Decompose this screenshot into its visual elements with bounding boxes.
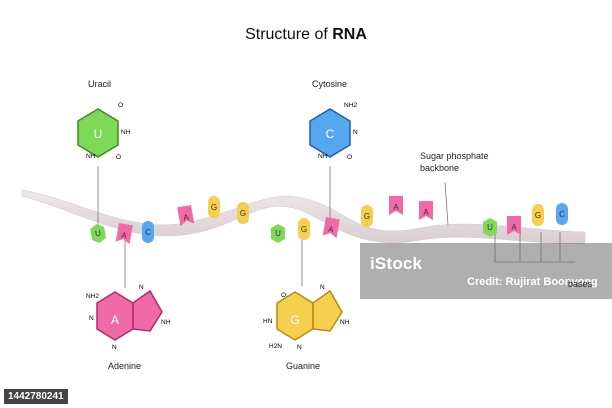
rna-strand-bases: U A C A G G U G A G A A xyxy=(90,196,433,245)
svg-text:NH: NH xyxy=(340,319,350,326)
svg-text:U: U xyxy=(487,223,493,232)
bottom-bar xyxy=(0,386,612,408)
legend-base-2: G xyxy=(532,204,544,226)
cytosine-letter: C xyxy=(326,127,335,141)
guanine-label: Guanine xyxy=(286,361,321,371)
strand-base-6: U xyxy=(271,224,285,243)
svg-text:A: A xyxy=(423,208,429,217)
strand-base-0: U xyxy=(90,224,106,243)
cytosine-label: Cytosine xyxy=(312,79,348,89)
uracil-letter: U xyxy=(94,127,103,141)
bases-label: bases xyxy=(568,279,593,289)
svg-text:N: N xyxy=(112,344,117,351)
svg-text:NH2: NH2 xyxy=(86,293,99,300)
backbone-label-line2: backbone xyxy=(420,163,460,173)
svg-text:A: A xyxy=(393,203,399,212)
strand-base-9: G xyxy=(361,205,373,227)
stock-id-badge: 1442780241 xyxy=(4,389,68,404)
svg-text:C: C xyxy=(559,210,565,219)
adenine-molecule: A NH2 N N N NH xyxy=(86,284,171,351)
strand-base-4: G xyxy=(208,196,220,218)
cytosine-molecule: C NH2 N NH O xyxy=(309,102,358,161)
svg-text:N: N xyxy=(89,315,94,322)
svg-text:A: A xyxy=(121,231,128,241)
svg-text:N: N xyxy=(353,129,358,136)
svg-text:N: N xyxy=(320,284,325,291)
legend-bases: U A G C xyxy=(483,203,568,237)
svg-text:A: A xyxy=(183,212,190,222)
svg-text:H2N: H2N xyxy=(269,343,282,350)
svg-text:O: O xyxy=(118,102,123,109)
watermark-credit: Credit: Rujirat Boonyong xyxy=(467,276,598,288)
svg-text:G: G xyxy=(240,209,246,218)
backbone-leader-line xyxy=(444,181,449,226)
legend-base-1: A xyxy=(507,216,521,235)
svg-text:O: O xyxy=(347,154,352,161)
svg-text:N: N xyxy=(139,284,144,291)
strand-base-11: A xyxy=(419,201,433,220)
strand-base-2: C xyxy=(142,221,154,243)
svg-text:A: A xyxy=(511,223,517,232)
svg-text:NH: NH xyxy=(318,153,328,160)
svg-text:G: G xyxy=(364,212,370,221)
svg-text:HN: HN xyxy=(263,318,273,325)
adenine-letter: A xyxy=(111,313,119,327)
svg-text:G: G xyxy=(211,203,217,212)
svg-text:O: O xyxy=(281,292,286,299)
uracil-label: Uracil xyxy=(88,79,112,89)
svg-text:NH: NH xyxy=(161,319,171,326)
svg-text:U: U xyxy=(275,229,281,238)
backbone-label-line1: Sugar phosphate xyxy=(420,151,489,161)
guanine-letter: G xyxy=(290,313,299,327)
svg-text:NH: NH xyxy=(121,129,131,136)
strand-base-8: A xyxy=(322,216,340,239)
svg-text:NH: NH xyxy=(86,153,96,160)
svg-text:O: O xyxy=(116,154,121,161)
legend-base-3: C xyxy=(556,203,568,225)
svg-text:G: G xyxy=(301,225,307,234)
strand-base-3: A xyxy=(177,204,195,227)
page-title: Structure of RNA xyxy=(245,26,367,43)
svg-text:A: A xyxy=(328,225,335,235)
svg-text:NH2: NH2 xyxy=(344,102,357,109)
guanine-molecule: G O HN N H2N N NH xyxy=(263,284,350,351)
strand-base-10: A xyxy=(389,196,403,215)
strand-base-7: G xyxy=(298,218,310,240)
svg-text:G: G xyxy=(535,211,541,220)
svg-text:N: N xyxy=(297,344,302,351)
watermark-band xyxy=(360,243,612,299)
watermark-logo: iStock xyxy=(370,254,423,273)
adenine-label: Adenine xyxy=(108,361,142,371)
svg-text:C: C xyxy=(145,228,151,237)
svg-text:U: U xyxy=(94,229,101,239)
strand-base-5: G xyxy=(237,202,249,224)
strand-base-1: A xyxy=(115,222,133,245)
legend-base-0: U xyxy=(483,218,497,237)
uracil-molecule: U O NH NH O xyxy=(77,102,131,161)
